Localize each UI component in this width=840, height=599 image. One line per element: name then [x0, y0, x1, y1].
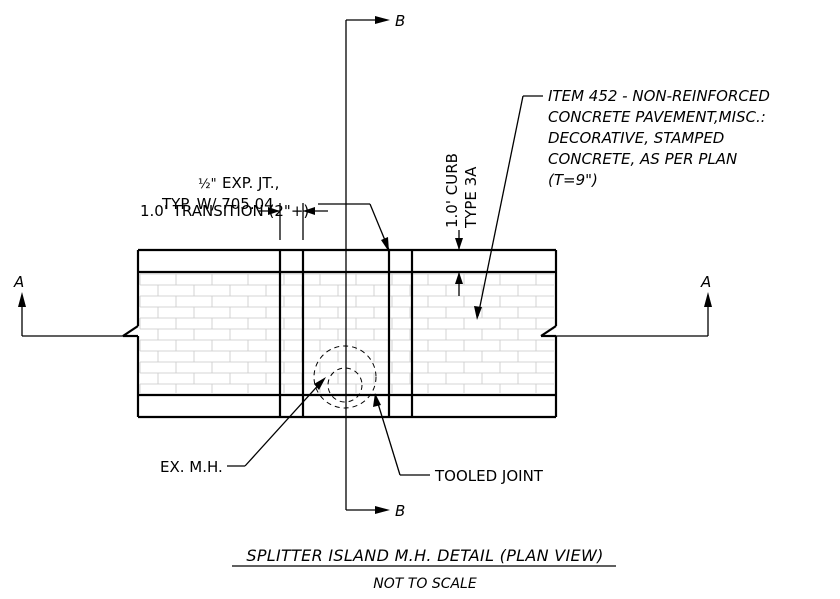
curb-note-line2: TYPE 3A	[462, 166, 480, 229]
item-note-line1: ITEM 452 - NON-REINFORCED	[548, 87, 770, 105]
exp-jt-line2: TYP. W/ 705.04	[161, 195, 274, 213]
item-note-line5: (T=9")	[548, 171, 598, 189]
section-a-left-label: A	[13, 273, 24, 291]
curb-note-line1: 1.0' CURB	[443, 153, 461, 228]
manhole-label: EX. M.H.	[160, 458, 223, 476]
transition-label: 1.0' TRANSITION (2"+)	[140, 202, 309, 220]
tooled-joint-label: TOOLED JOINT	[434, 467, 544, 485]
section-a-line: A A	[13, 273, 712, 337]
section-a-right-label: A	[700, 273, 711, 291]
title-block: SPLITTER ISLAND M.H. DETAIL (PLAN VIEW) …	[232, 546, 616, 592]
detail-subtitle: NOT TO SCALE	[373, 576, 477, 592]
tooled-joint-callout: TOOLED JOINT	[373, 393, 544, 485]
item-note-line4: CONCRETE, AS PER PLAN	[548, 150, 737, 168]
transition-dimension: 1.0' TRANSITION (2"+)	[140, 202, 328, 240]
curb-dimension: 1.0' CURB TYPE 3A	[443, 153, 480, 296]
item-452-callout: ITEM 452 - NON-REINFORCED CONCRETE PAVEM…	[474, 87, 770, 320]
item-note-line3: DECORATIVE, STAMPED	[548, 129, 724, 147]
island-outline	[122, 248, 558, 419]
manhole-callout: EX. M.H.	[160, 377, 326, 476]
manhole-symbol	[313, 345, 377, 409]
expansion-joint-callout: ½" EXP. JT., TYP. W/ 705.04	[161, 174, 390, 252]
detail-title: SPLITTER ISLAND M.H. DETAIL (PLAN VIEW)	[246, 546, 603, 565]
stamped-brick-pattern	[139, 273, 554, 393]
section-b-bottom-label: B	[395, 502, 405, 520]
section-b-line: B B	[345, 12, 405, 520]
item-note-line2: CONCRETE PAVEMENT,MISC.:	[548, 108, 766, 126]
exp-jt-line1: EXP. JT.,	[222, 174, 279, 192]
section-b-top-label: B	[395, 12, 405, 30]
exp-jt-fraction: ½"	[198, 177, 217, 192]
vertical-joints	[278, 250, 414, 417]
